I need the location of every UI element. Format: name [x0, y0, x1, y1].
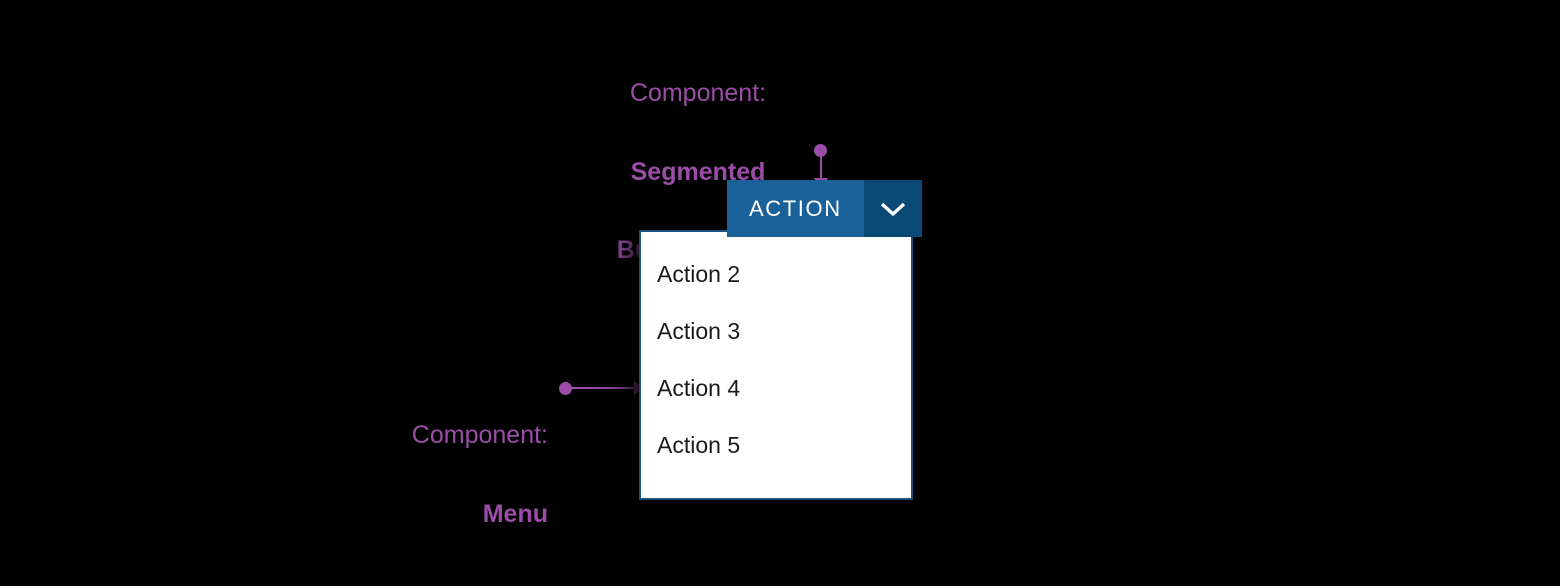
menu-item[interactable]: Action 3 [657, 318, 741, 344]
connector-line-menu [565, 387, 639, 389]
action-button[interactable]: ACTION [727, 180, 864, 237]
menu-item[interactable]: Action 4 [657, 375, 741, 401]
action-dropdown-toggle-button[interactable] [863, 180, 922, 237]
action-menu: Action 2 Action 3 Action 4 Action 5 [639, 230, 913, 500]
annotation-name: Menu [482, 499, 548, 528]
menu-item[interactable]: Action 5 [657, 432, 741, 458]
annotation-menu: Component: Menu [248, 374, 548, 575]
connector-line-segmented [820, 150, 822, 180]
menu-item[interactable]: Action 2 [657, 261, 741, 287]
chevron-down-icon [879, 200, 907, 218]
annotation-label: Component: [629, 79, 767, 108]
annotation-label: Component: [411, 421, 548, 450]
segmented-button-group: ACTION [727, 180, 922, 237]
